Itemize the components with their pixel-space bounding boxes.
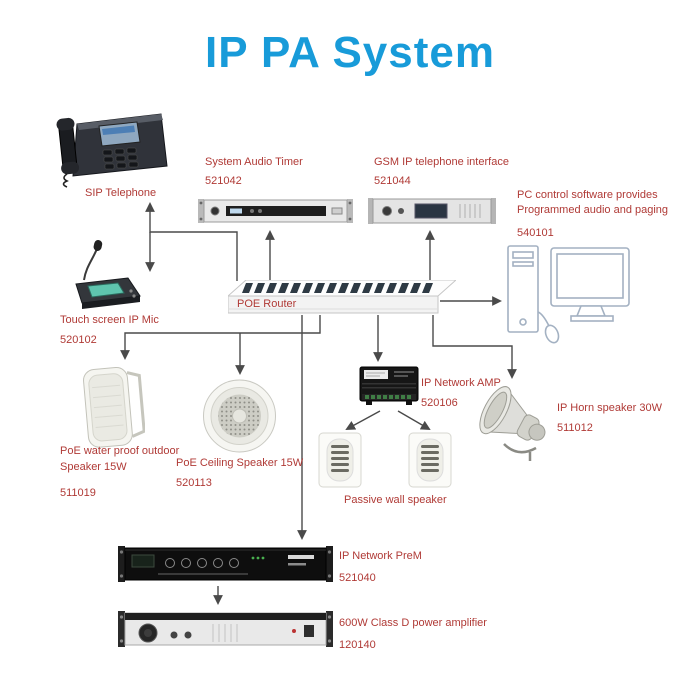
audio-timer-label: System Audio Timer xyxy=(205,156,303,168)
phone-cord xyxy=(62,173,69,188)
network-prem-code: 521040 xyxy=(339,572,376,584)
power-amp-label: 600W Class D power amplifier xyxy=(339,617,487,629)
diagram-title: IP PA System xyxy=(205,28,495,77)
speaker-bracket xyxy=(126,371,146,438)
touch-mic-code: 520102 xyxy=(60,334,97,346)
gsm-interface-code: 521044 xyxy=(374,175,411,187)
poe-router-label: POE Router xyxy=(237,298,297,310)
horn-speaker-label: IP Horn speaker 30W xyxy=(557,402,662,414)
ceiling-speaker-code: 520113 xyxy=(176,477,212,489)
prem-knobs xyxy=(165,558,239,568)
network-prem-image xyxy=(118,543,333,590)
network-amp-label: IP Network AMP xyxy=(421,377,501,389)
passive-wall-speaker-left-image xyxy=(318,432,362,493)
mic-gooseneck xyxy=(83,245,99,281)
ceiling-speaker-image xyxy=(202,378,277,458)
outdoor-speaker-image xyxy=(80,362,146,459)
pc-mouse xyxy=(544,324,560,344)
pc-software-label-line2: Programmed audio and paging xyxy=(517,204,669,216)
mic-touch-screen xyxy=(87,282,125,298)
network-amp-code: 520106 xyxy=(421,397,458,409)
poe-router-image xyxy=(226,279,458,321)
sip-telephone-label: SIP Telephone xyxy=(85,187,157,199)
pc-workstation-image xyxy=(505,242,640,352)
gsm-interface-image xyxy=(368,195,496,232)
horn-bracket xyxy=(503,443,537,454)
passive-wall-speaker-right-image xyxy=(408,432,452,493)
pc-tower xyxy=(507,245,539,333)
power-amp-code: 120140 xyxy=(339,639,376,651)
power-amplifier-image xyxy=(118,608,333,655)
system-audio-timer-image xyxy=(198,196,353,231)
mic-capsule xyxy=(93,240,103,251)
horn-speaker-code: 511012 xyxy=(557,422,593,434)
passive-speaker-label: Passive wall speaker xyxy=(344,494,447,506)
touch-mic-label: Touch screen IP Mic xyxy=(60,314,159,326)
edge-router-to-horn-speaker xyxy=(432,315,517,379)
outdoor-speaker-label: PoE water proof outdoor Speaker 15W xyxy=(60,445,180,473)
touch-screen-mic-image xyxy=(68,240,143,320)
phone-keypad xyxy=(102,147,139,170)
ceiling-speaker-label: PoE Ceiling Speaker 15W xyxy=(176,457,304,469)
horn-speaker-image xyxy=(478,382,550,467)
pc-software-code: 540101 xyxy=(517,227,554,239)
network-prem-label: IP Network PreM xyxy=(339,550,422,562)
audio-timer-code: 521042 xyxy=(205,175,242,187)
outdoor-speaker-code: 511019 xyxy=(60,487,96,499)
gsm-interface-label: GSM IP telephone interface xyxy=(374,156,509,168)
phone-handset xyxy=(56,117,80,175)
amp-terminal-blocks xyxy=(365,395,411,399)
sip-telephone-image xyxy=(55,106,170,195)
pc-software-label-line1: PC control software provides xyxy=(517,189,658,201)
network-amp-image xyxy=(358,365,420,416)
